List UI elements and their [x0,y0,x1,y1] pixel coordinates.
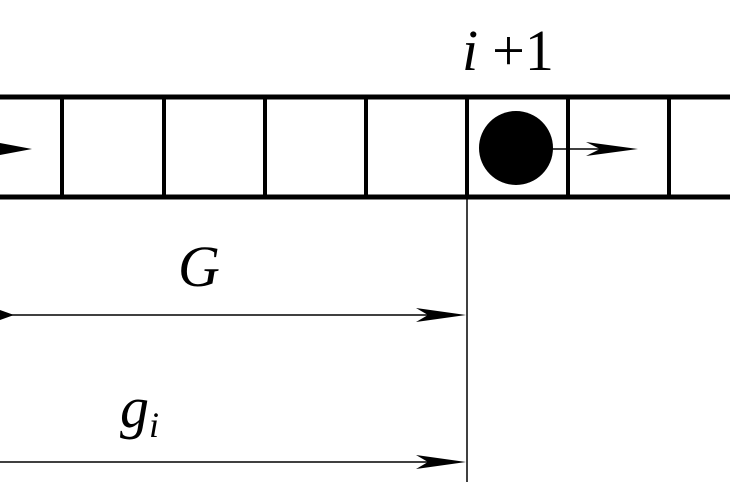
arrowhead-left-cell [0,143,32,155]
gap-G-label: G [178,234,220,299]
vehicle-index-label: i+1 [462,18,554,83]
leading-vehicle-arrow [0,143,32,155]
gap-gi-dimension: gi [0,375,466,469]
gap-gi-arrowhead-right [416,455,466,469]
lattice-road [0,94,730,200]
gap-gi-subscript: i [149,405,159,445]
vehicle-i-plus-1 [479,111,638,185]
vehicle-velocity-arrowhead [586,142,638,156]
vehicle-index-suffix: +1 [492,18,554,83]
vehicle-index-var: i [462,18,478,83]
vehicle-dot [479,111,553,185]
gap-gi-label: gi [120,375,159,445]
gap-G-arrowhead-left [0,310,14,320]
gap-gi-base: g [120,375,149,440]
gap-G-dimension: G [0,234,466,322]
gap-G-arrowhead-right [416,308,466,322]
